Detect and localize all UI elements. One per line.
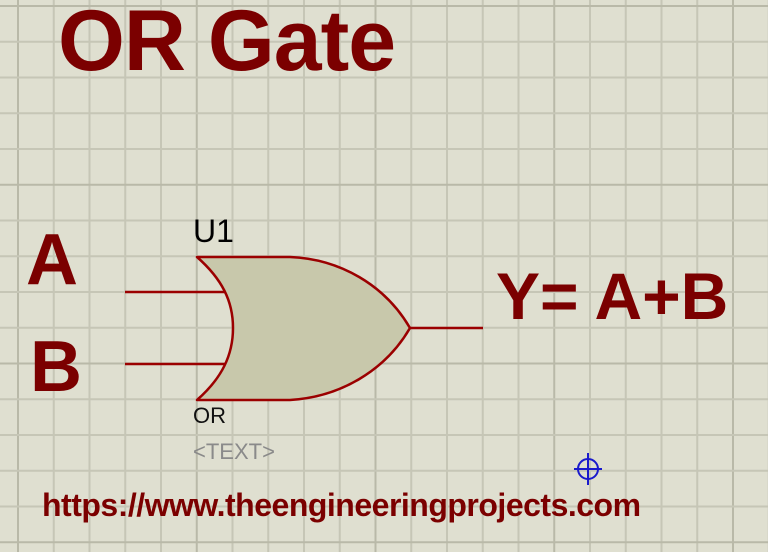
output-equation: Y= A+B <box>496 259 729 333</box>
input-label-b: B <box>30 327 82 407</box>
crosshair-target-icon <box>574 453 602 485</box>
component-type[interactable]: OR <box>193 403 226 428</box>
component-text-placeholder[interactable]: <TEXT> <box>193 439 275 464</box>
or-gate-body[interactable] <box>195 255 412 402</box>
footer-url: https://www.theengineeringprojects.com <box>42 487 641 523</box>
input-label-a: A <box>26 220 78 300</box>
page-title: OR Gate <box>58 0 396 89</box>
component-reference[interactable]: U1 <box>193 213 234 249</box>
